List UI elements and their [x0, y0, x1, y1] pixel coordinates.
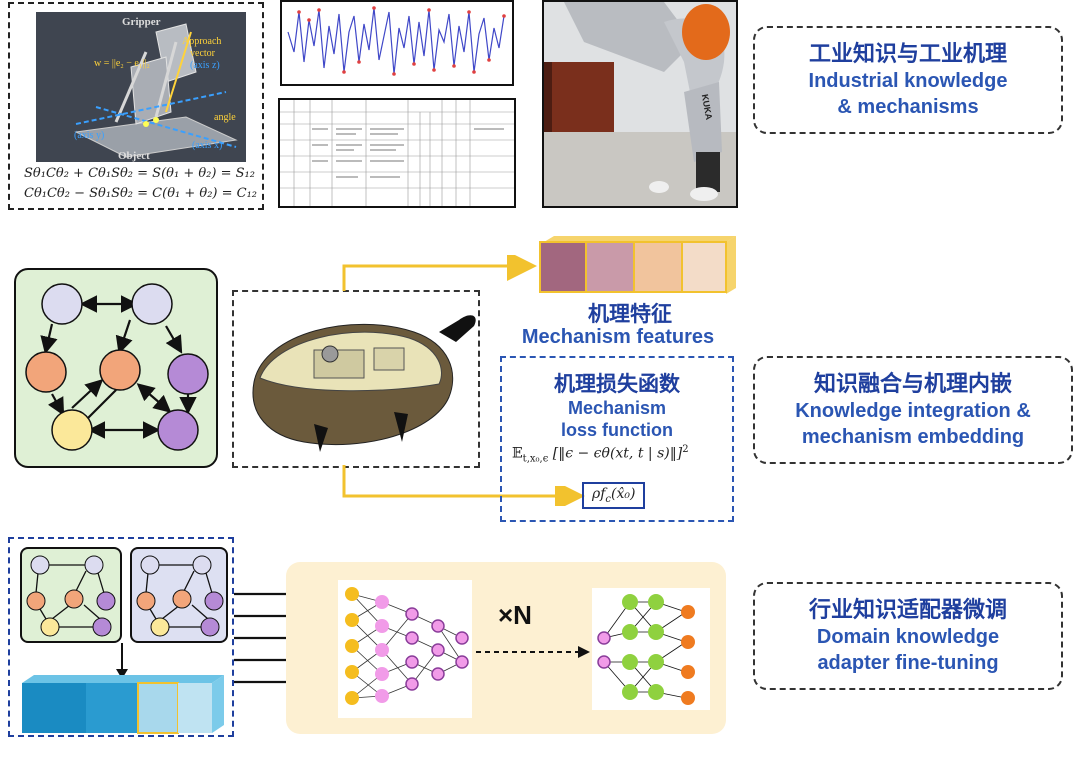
object-label: Object: [118, 150, 150, 162]
knowledge-graph: [25, 283, 209, 451]
adapter-network-panel: ×N: [286, 562, 726, 734]
feature-block-3: [633, 241, 683, 293]
label-industrial-knowledge-en-2: & mechanisms: [837, 95, 979, 118]
trig-equation-1: Sθ₁Cθ₂ + Cθ₁Sθ₂ = S(θ₁ + θ₂) = S₁₂: [24, 166, 255, 181]
loss-formula-sub: t,x₀,ϵ: [522, 453, 549, 465]
loss-function-en-1: Mechanism: [567, 398, 667, 418]
vector-label: vector: [190, 48, 215, 59]
gripper-illustration: [74, 23, 238, 158]
graph-node-5: [167, 353, 209, 395]
gripper-label: Gripper: [122, 16, 161, 28]
rho-sub: c: [605, 493, 612, 505]
loss-formula-sup: 2: [682, 444, 689, 455]
label-industrial-knowledge-zh: 工业知识与工业机理: [808, 41, 1007, 67]
graph-node-3: [25, 351, 67, 393]
graph-node-6: [51, 409, 93, 451]
data-table-panel: [278, 98, 516, 208]
knowledge-graph-box: [14, 268, 218, 468]
yellow-connector-arrow-end: [530, 486, 585, 506]
adapter-network: [592, 588, 710, 710]
gripper-render: [36, 12, 246, 162]
loss-function-zh: 机理损失函数: [554, 372, 680, 396]
fish-robot-model: [252, 315, 476, 452]
feature-block-stack: [22, 643, 224, 734]
label-knowledge-integration-en-1: Knowledge integration &: [795, 399, 1031, 422]
small-graph-lavender: [130, 547, 228, 643]
data-table-graphic: [280, 100, 514, 206]
loss-function-en-2: loss function: [561, 420, 673, 440]
label-domain-adapter-zh: 行业知识适配器微调: [808, 597, 1007, 623]
label-industrial-knowledge: 工业知识与工业机理 Industrial knowledge & mechani…: [753, 26, 1063, 134]
rho-arg: (x̂₀): [611, 486, 636, 502]
angle-label: angle: [214, 112, 236, 123]
graph-node-7: [157, 409, 199, 451]
signal-plot: [287, 6, 506, 76]
feature-block-4: [681, 241, 727, 293]
domain-input-box: [8, 537, 234, 737]
graph-node-1: [41, 283, 83, 325]
graph-node-4: [99, 349, 141, 391]
robot-arm-illustration: [544, 2, 736, 206]
axis-z-label: (axis z): [190, 60, 220, 71]
feature-block-1: [539, 241, 589, 293]
approach-label: Approach: [182, 36, 222, 47]
label-knowledge-integration-zh: 知识融合与机理内嵌: [813, 371, 1012, 397]
label-industrial-knowledge-en-1: Industrial knowledge: [808, 69, 1008, 92]
base-network: [338, 580, 472, 718]
label-domain-adapter-en-2: adapter fine-tuning: [817, 651, 999, 674]
rho-formula: ρf: [592, 486, 606, 502]
axis-x-label: (axis x): [192, 140, 223, 151]
signal-plot-panel: [280, 0, 514, 86]
fish-robot-model-box: [232, 290, 480, 468]
loss-formula-body: [‖ϵ − ϵθ(xt, t | s)‖]: [552, 445, 683, 462]
label-domain-adapter-en-1: Domain knowledge: [816, 625, 1000, 648]
mechanism-feature-blocks: [538, 236, 738, 294]
feature-block-2: [585, 241, 635, 293]
times-n-label: ×N: [498, 600, 532, 630]
dashed-flow-arrow: [476, 646, 590, 658]
label-knowledge-integration-en-2: mechanism embedding: [801, 425, 1025, 448]
loss-formula: 𝔼t,x₀,ϵ [‖ϵ − ϵθ(xt, t | s)‖]2: [512, 444, 689, 464]
axis-y-label: (axis y): [74, 130, 105, 141]
robot-arm-photo: KUKA: [542, 0, 738, 208]
loss-formula-E: 𝔼: [512, 445, 523, 462]
rho-formula-box: ρfc(x̂₀): [582, 482, 646, 509]
graph-node-2: [131, 283, 173, 325]
gripper-diagram-panel: Gripper Approach vector (axis z) w = ||e…: [8, 2, 264, 210]
mechanism-features-zh: 机理特征: [588, 302, 672, 326]
mechanism-features-en: Mechanism features: [521, 326, 715, 348]
label-domain-adapter: 行业知识适配器微调 Domain knowledge adapter fine-…: [753, 582, 1063, 690]
label-knowledge-integration: 知识融合与机理内嵌 Knowledge integration & mechan…: [753, 356, 1073, 464]
small-graph-green: [20, 547, 122, 643]
w-formula: w = ||e₂ − e₁||₂: [94, 58, 150, 69]
trig-equation-2: Cθ₁Cθ₂ − Sθ₁Sθ₂ = C(θ₁ + θ₂) = C₁₂: [24, 186, 258, 201]
loss-function-box: 机理损失函数 Mechanism loss function 𝔼t,x₀,ϵ […: [500, 356, 734, 522]
